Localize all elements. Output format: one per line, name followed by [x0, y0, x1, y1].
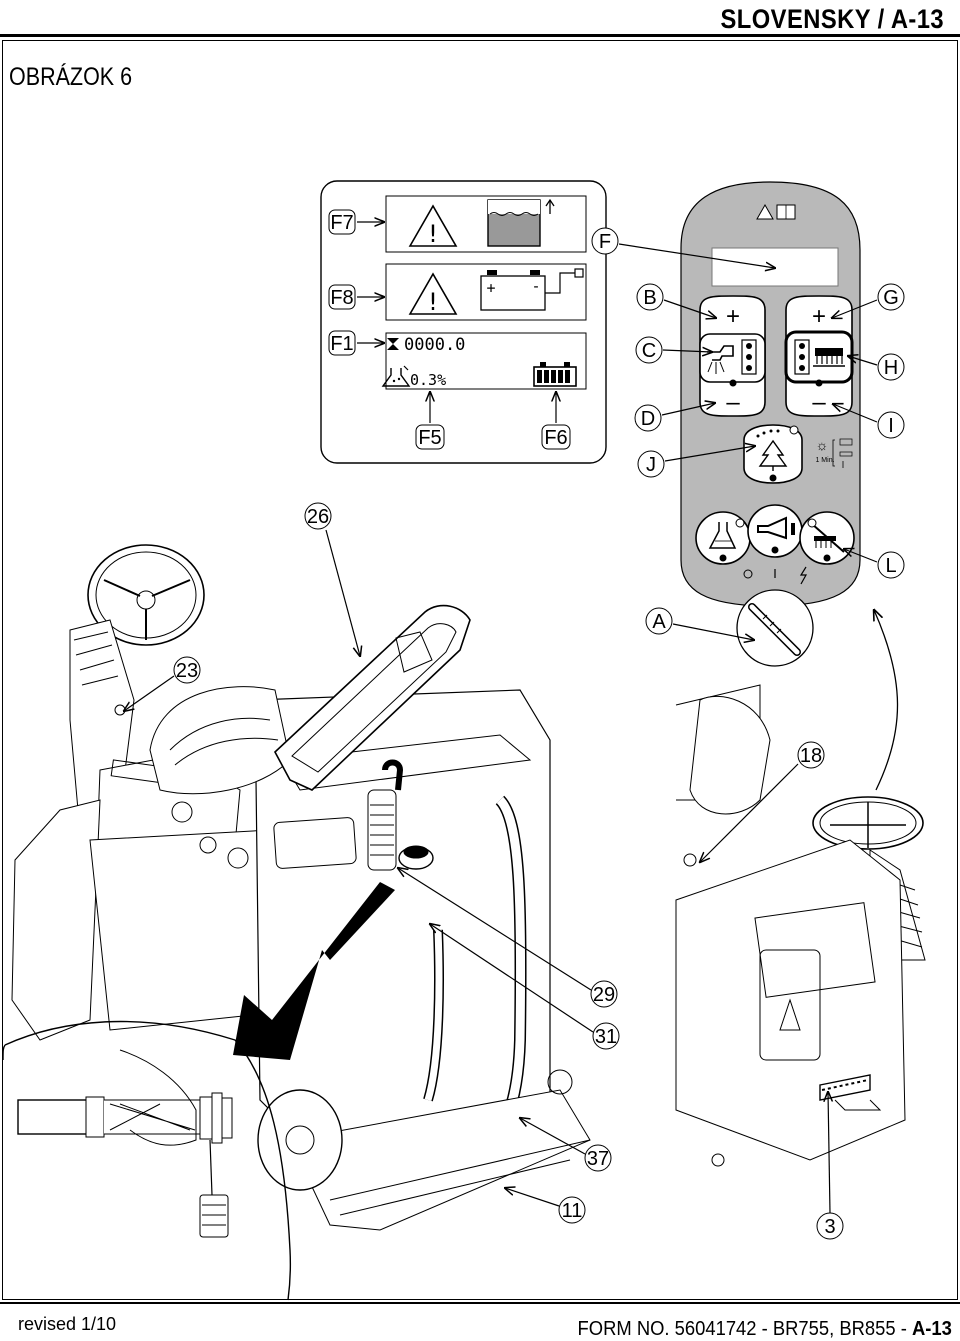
operator-area-detail [675, 684, 926, 1167]
callout-h: H [884, 357, 898, 379]
hour-meter-value: 0000.0 [404, 335, 465, 355]
page-header: SLOVENSKY / A-13 [720, 4, 944, 34]
detergent-flask-icon [708, 522, 737, 549]
battery-level-icon [533, 362, 577, 387]
callout-37: 37 [587, 1148, 609, 1170]
callout-3: 3 [824, 1216, 835, 1238]
callout-j: J [646, 454, 656, 476]
svg-text:-: - [531, 277, 540, 295]
one-touch-button[interactable] [799, 511, 855, 565]
callout-f8: F8 [330, 287, 353, 309]
form-number: FORM NO. 56041742 - BR755, BR855 - A-13 [578, 1318, 952, 1341]
callout-l: L [885, 555, 896, 577]
control-panel: + – + – [680, 181, 861, 607]
water-flow-switch[interactable]: + – [699, 295, 766, 417]
page-number: A-13 [912, 1318, 952, 1340]
water-plus-button[interactable]: + [726, 303, 740, 330]
callout-b: B [643, 287, 656, 309]
warning-triangle-icon: ! [408, 272, 458, 316]
panel-location-arrow [874, 610, 899, 791]
callout-c: C [642, 340, 656, 362]
brush-icon [813, 348, 845, 367]
timer-label: 1 Min. [815, 457, 834, 464]
callout-i: I [888, 415, 894, 437]
figure-title: OBRÁZOK 6 [9, 63, 133, 91]
machine-callouts: 26 23 18 29 31 37 11 3 [124, 502, 844, 1240]
callout-a: A [652, 611, 666, 633]
display-callouts: F7 F8 F1 F5 F6 [328, 209, 571, 450]
callout-f7: F7 [330, 212, 353, 234]
horn-icon [757, 516, 795, 540]
form-number-text: FORM NO. 56041742 - BR755, BR855 - [577, 1318, 913, 1340]
timer-legend: ☼ 1 Min. [815, 437, 853, 468]
faucet-icon [707, 345, 734, 374]
svg-text:!: ! [426, 220, 440, 248]
revision-note: revised 1/10 [18, 1314, 117, 1334]
callout-f: F [599, 231, 611, 253]
lcd-window [711, 247, 839, 287]
control-callouts: F B C D J G H I L A [591, 227, 905, 640]
hourglass-icon [387, 338, 399, 350]
eco-mode-switch[interactable] [743, 424, 803, 484]
callout-29: 29 [593, 984, 615, 1006]
horn-button[interactable] [747, 504, 803, 558]
callout-g: G [883, 287, 899, 309]
callout-f6: F6 [544, 427, 567, 449]
scrub-off-icon [811, 523, 845, 553]
callout-31: 31 [595, 1026, 617, 1048]
sun-icon: ☼ [816, 437, 829, 453]
brush-minus-button[interactable]: – [812, 389, 826, 416]
svg-text:+: + [486, 279, 495, 297]
header-rule [0, 34, 960, 37]
callout-23: 23 [176, 660, 198, 682]
warning-manual-icon [756, 203, 796, 220]
footer-rule [0, 1302, 960, 1304]
tree-icon [758, 439, 788, 471]
detergent-button[interactable] [695, 511, 751, 565]
recovery-tank-full-icon [487, 198, 555, 247]
callout-d: D [641, 408, 655, 430]
water-minus-button[interactable]: – [726, 389, 740, 416]
brush-plus-button[interactable]: + [812, 303, 826, 330]
callout-11: 11 [562, 1200, 583, 1222]
brush-pressure-switch[interactable]: + – [784, 295, 854, 417]
callout-26: 26 [307, 506, 329, 528]
key-positions [743, 566, 808, 585]
detail-pointer-arrow [233, 882, 395, 1060]
drain-hose-detail [2, 1020, 292, 1301]
scrubber-machine [11, 544, 591, 1231]
figure-frame [2, 40, 958, 1300]
display-panel: ! ! + - 0000.0 [320, 180, 607, 464]
detergent-value: 0.3% [410, 371, 446, 389]
svg-text:!: ! [426, 288, 440, 316]
ignition-key [736, 589, 814, 667]
callout-f5: F5 [418, 427, 441, 449]
warning-triangle-icon: ! [408, 204, 458, 248]
battery-charger-icon: + - [480, 268, 584, 311]
callout-f1: F1 [330, 333, 353, 355]
callout-18: 18 [800, 745, 822, 767]
detergent-flask-icon [381, 365, 411, 387]
